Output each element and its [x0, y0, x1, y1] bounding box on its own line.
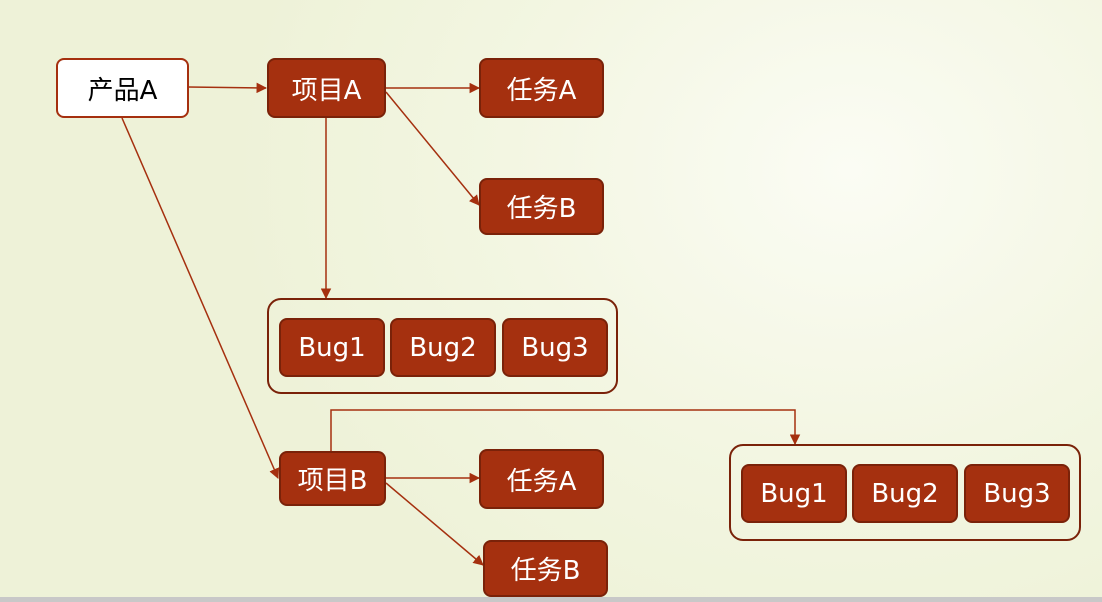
project-a-bug-group [267, 298, 618, 394]
edge-product-to-project-a [187, 82, 268, 94]
node-project-a-bug-2: Bug2 [390, 318, 496, 377]
node-project-a-task-b: 任务B [479, 178, 604, 235]
node-project-b-bug-2: Bug2 [852, 464, 958, 523]
node-project-a: 项目A [267, 58, 386, 118]
edge-project-a-to-task-b [385, 91, 480, 206]
node-project-b-task-a: 任务A [479, 449, 604, 509]
bottom-edge-bar [0, 597, 1102, 602]
project-b-bug-group [729, 444, 1081, 541]
edge-product-to-project-b [121, 117, 280, 479]
node-project-b-task-b: 任务B [483, 540, 608, 597]
node-project-b: 项目B [279, 451, 386, 506]
node-project-a-bug-1: Bug1 [279, 318, 385, 377]
node-project-a-task-a: 任务A [479, 58, 604, 118]
edge-project-b-to-task-b [385, 482, 484, 566]
edge-project-b-to-bugs [330, 409, 801, 451]
node-project-b-bug-3: Bug3 [964, 464, 1070, 523]
node-project-b-bug-1: Bug1 [741, 464, 847, 523]
node-project-a-bug-3: Bug3 [502, 318, 608, 377]
node-product-a: 产品A [56, 58, 189, 118]
